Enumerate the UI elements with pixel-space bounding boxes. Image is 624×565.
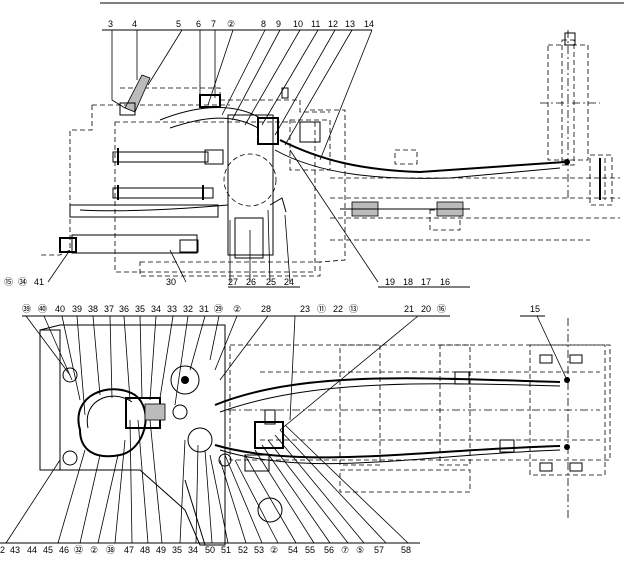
label-52: 52	[238, 545, 248, 555]
label-9: 9	[276, 19, 281, 29]
label-bottom-34: 34	[188, 545, 198, 555]
label-12: 12	[328, 19, 338, 29]
label-6: 6	[196, 19, 201, 29]
label-35: 35	[135, 304, 145, 314]
label-8: 8	[261, 19, 266, 29]
label-circled-29: ㉙	[214, 304, 223, 314]
label-37: 37	[104, 304, 114, 314]
label-circled-38: ㊳	[106, 545, 115, 555]
label-28: 28	[261, 304, 271, 314]
label-31: 31	[199, 304, 209, 314]
label-bottom-35: 35	[172, 545, 182, 555]
label-18: 18	[403, 277, 413, 287]
label-54: 54	[288, 545, 298, 555]
label-circled-39: ㊴	[22, 304, 31, 314]
label-3: 3	[108, 19, 113, 29]
label-20: 20	[421, 304, 431, 314]
label-34: 34	[151, 304, 161, 314]
label-14: 14	[364, 19, 374, 29]
label-27: 27	[228, 277, 238, 287]
label-21: 21	[404, 304, 414, 314]
label-26: 26	[246, 277, 256, 287]
label-55: 55	[305, 545, 315, 555]
label-circled-32: ㉜	[74, 545, 83, 555]
label-30: 30	[166, 277, 176, 287]
label-circled-7: ⑦	[341, 545, 349, 555]
label-bottom-circled-2: ②	[90, 545, 98, 555]
label-56: 56	[324, 545, 334, 555]
label-bottom-circled-2b: ②	[270, 545, 278, 555]
label-25: 25	[266, 277, 276, 287]
label-32: 32	[183, 304, 193, 314]
label-4: 4	[132, 19, 137, 29]
label-48: 48	[140, 545, 150, 555]
label-36: 36	[119, 304, 129, 314]
label-40: 40	[55, 304, 65, 314]
label-33: 33	[167, 304, 177, 314]
label-50: 50	[205, 545, 215, 555]
upper-view	[40, 29, 620, 288]
label-41: 41	[34, 277, 44, 287]
label-17: 17	[421, 277, 431, 287]
label-15: 15	[530, 304, 540, 314]
lower-view	[0, 315, 611, 546]
upper-bottom-labels: 19 18 17 16 27 26 25 24 30 ⑮ ㉞ 41	[4, 277, 450, 287]
label-lower-circled-2: ②	[233, 304, 241, 314]
label-24: 24	[284, 277, 294, 287]
label-22: 22	[333, 304, 343, 314]
label-43: 43	[10, 545, 20, 555]
lower-bottom-labels: 2 43 44 45 46 ㉜ ② ㊳ 47 48 49 35 34 50 51…	[0, 545, 411, 555]
label-53: 53	[254, 545, 264, 555]
label-2: 2	[0, 545, 5, 555]
label-45: 45	[43, 545, 53, 555]
label-46: 46	[59, 545, 69, 555]
label-51: 51	[221, 545, 231, 555]
label-11: 11	[311, 19, 320, 29]
label-39: 39	[72, 304, 82, 314]
label-circled-5: ⑤	[356, 545, 364, 555]
label-circled-35: ⑮	[4, 277, 13, 287]
label-5: 5	[176, 19, 181, 29]
label-38: 38	[88, 304, 98, 314]
label-7: 7	[211, 19, 216, 29]
label-16: 16	[440, 277, 450, 287]
label-circled-40: ㊵	[38, 304, 47, 314]
label-10: 10	[293, 19, 303, 29]
label-49: 49	[156, 545, 166, 555]
label-23: 23	[300, 304, 310, 314]
label-44: 44	[27, 545, 37, 555]
label-circled-34: ㉞	[18, 277, 27, 287]
label-19: 19	[385, 277, 395, 287]
label-circled-16: ⑯	[437, 304, 446, 314]
upper-top-labels: 3 4 5 6 7 ② 8 9 10 11 12 13 14	[108, 19, 374, 29]
label-58: 58	[401, 545, 411, 555]
lower-top-labels: ㊴ ㊵ 40 39 38 37 36 35 34 33 32 31 ㉙ ② 28…	[22, 304, 540, 314]
label-circled-11: ⑪	[317, 304, 326, 314]
label-circled-2: ②	[227, 19, 235, 29]
label-57: 57	[374, 545, 384, 555]
label-circled-13: ⑬	[349, 304, 358, 314]
label-13: 13	[345, 19, 355, 29]
label-47: 47	[124, 545, 134, 555]
